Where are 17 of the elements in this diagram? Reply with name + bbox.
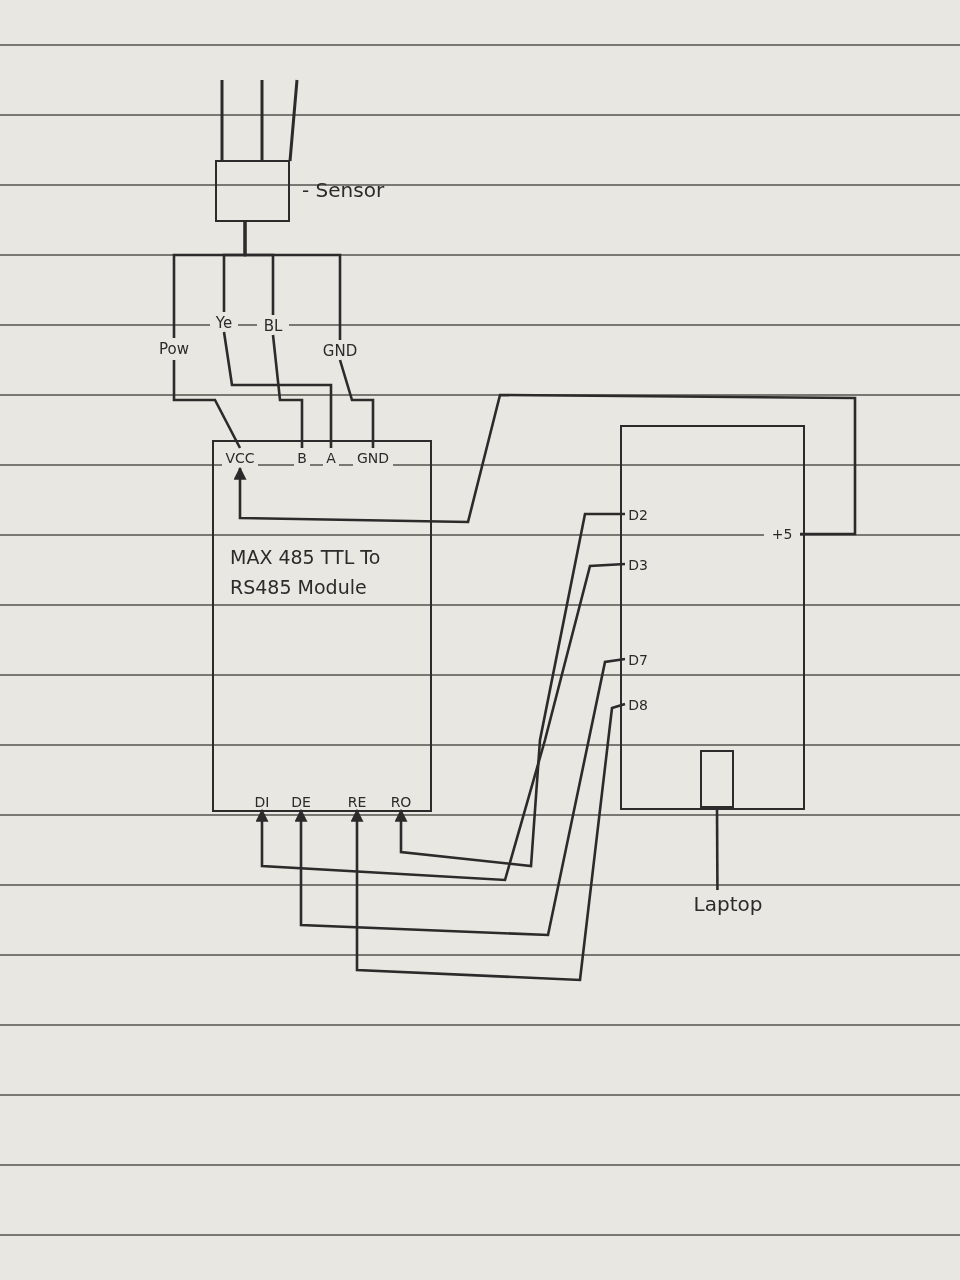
wire (243, 222, 342, 340)
module-label: MAX 485 TTL To RS485 Module (230, 545, 382, 601)
sensor-box (215, 160, 290, 222)
board-box (620, 425, 805, 810)
usb-port-box (700, 750, 734, 808)
wire (294, 657, 626, 937)
wire (350, 702, 626, 982)
wire (172, 360, 242, 449)
wire (715, 808, 719, 890)
wire (394, 512, 625, 868)
wire (222, 331, 333, 448)
wire (338, 359, 375, 448)
sensor-label: - Sensor (302, 178, 385, 202)
wire (271, 334, 304, 448)
module-box (212, 440, 432, 812)
wire (255, 562, 626, 882)
wire (233, 393, 857, 536)
